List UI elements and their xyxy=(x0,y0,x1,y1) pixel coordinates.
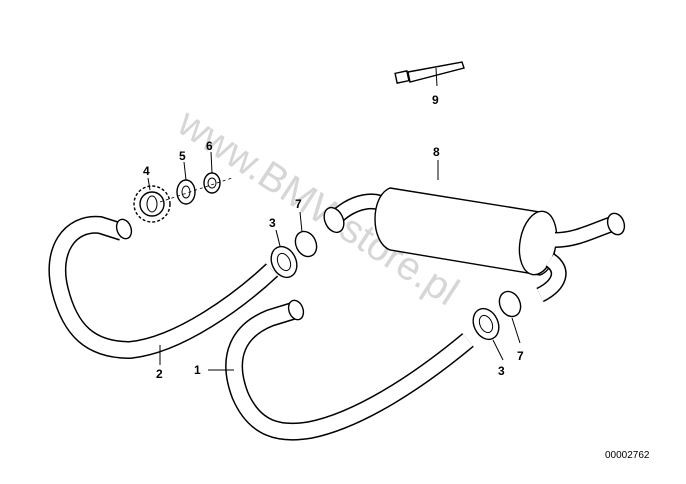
callout-2: 2 xyxy=(156,367,163,381)
front-pipe-right xyxy=(225,299,474,441)
callout-5: 5 xyxy=(179,149,186,163)
sleeve-upper xyxy=(294,230,318,258)
paste-tube-part xyxy=(394,61,465,84)
callout-8: 8 xyxy=(433,145,440,159)
leader-lines xyxy=(147,67,521,371)
callout-9: 9 xyxy=(432,93,439,107)
front-pipe-left xyxy=(48,215,279,360)
muffler-part xyxy=(323,187,626,303)
diagram-code: 00002762 xyxy=(605,450,650,461)
gear-ring-part xyxy=(133,185,171,223)
callout-1: 1 xyxy=(194,363,201,377)
callout-7-lower: 7 xyxy=(517,349,524,363)
callout-4: 4 xyxy=(143,164,150,178)
clamp-lower xyxy=(472,307,500,341)
assembly-axis xyxy=(159,177,233,203)
clamp-upper xyxy=(270,245,298,279)
callout-6: 6 xyxy=(206,139,213,153)
callout-7-upper: 7 xyxy=(295,197,302,211)
callout-3-upper: 3 xyxy=(269,216,276,230)
washer-part xyxy=(176,179,196,205)
callout-3-lower: 3 xyxy=(498,364,505,378)
sleeve-lower xyxy=(498,290,522,318)
